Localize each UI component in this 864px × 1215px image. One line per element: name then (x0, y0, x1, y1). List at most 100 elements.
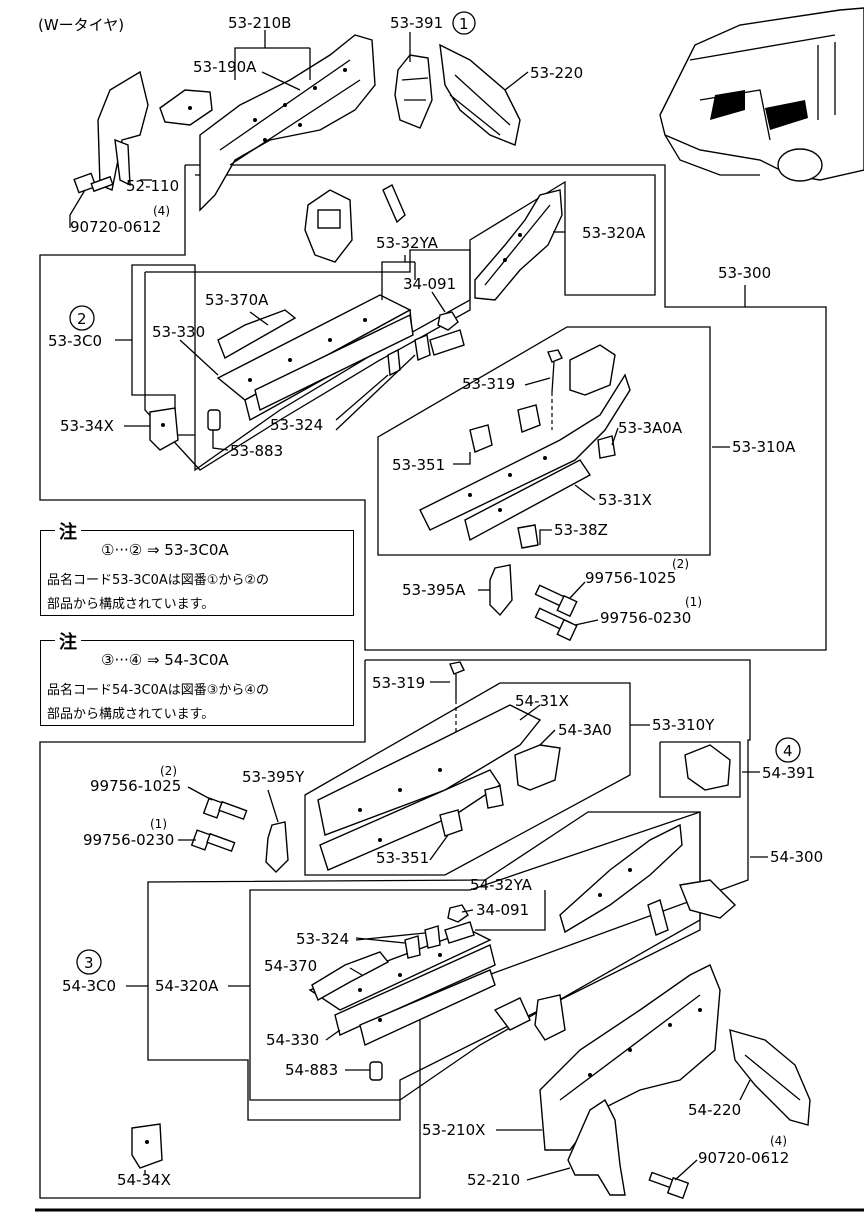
label-54-330: 54-330 (266, 1031, 319, 1049)
label-54-32ya: 54-32YA (470, 876, 533, 894)
apron-53-210b-part (199, 34, 376, 212)
bolt-90720-0612-top (73, 172, 114, 194)
label-99756-1025-top: 99756-1025 (585, 569, 676, 587)
label-53-351-top: 53-351 (392, 456, 445, 474)
bracket-53-190a-part (159, 89, 213, 126)
label-53-395y: 53-395Y (242, 768, 305, 786)
fender-52-210-part (567, 1098, 626, 1196)
label-53-883: 53-883 (230, 442, 283, 460)
panel-54-220-part (729, 1029, 811, 1126)
bracket-54-370-part (311, 951, 390, 1002)
apron-53-210x-part (539, 964, 721, 1151)
group-53-320a-box (131, 174, 656, 472)
label-53-38z: 53-38Z (554, 521, 608, 539)
bracket-53-395y-part (265, 821, 289, 873)
label-53-330: 53-330 (152, 323, 205, 341)
member-54-3a0-part (514, 744, 561, 791)
member-53-3a0a-part (569, 344, 616, 396)
bolt-53-319-part (547, 349, 563, 430)
group-54-330-box (249, 811, 701, 1101)
bracket-53-351-lower-part (439, 785, 504, 837)
mount-upper-part (304, 189, 353, 263)
variant-label: (Wータイヤ) (38, 16, 124, 34)
label-53-300: 53-300 (718, 264, 771, 282)
gusset-small-part (382, 184, 406, 224)
note-box-1: 注 ①···② ⇒ 53-3C0A 品名コード53-3C0Aは図番①から②の 部… (40, 518, 354, 616)
bracket-53-324-lower-part (404, 925, 441, 959)
label-53-210b: 53-210B (228, 14, 291, 32)
label-53-391: 53-391 (390, 14, 443, 32)
clip-54-883-part (369, 1061, 383, 1081)
note-2-line-2: 品名コード54-3C0Aは図番③から④の (47, 683, 270, 698)
label-54-300: 54-300 (770, 848, 823, 866)
label-99756-0230-lower: 99756-0230 (83, 831, 174, 849)
note-1-line-1: ①···② ⇒ 53-3C0A (101, 541, 229, 559)
label-54-31x: 54-31X (515, 692, 569, 710)
bracket-53-391-part (394, 54, 433, 129)
note-tag-1: 注 (55, 518, 81, 544)
label-53-3c0: 53-3C0 (48, 332, 102, 350)
bracket-53-370a-part (217, 309, 297, 360)
label-qty-1-top: (1) (685, 595, 702, 609)
label-53-324-top: 53-324 (270, 416, 323, 434)
label-circle-4: 4 (783, 742, 793, 760)
circle-marker-1 (452, 11, 476, 35)
label-53-310y: 53-310Y (652, 716, 715, 734)
circle-marker-2 (69, 305, 95, 331)
label-53-32ya: 53-32YA (376, 234, 439, 252)
label-54-3a0: 54-3A0 (558, 721, 612, 739)
label-34-091-lower: 34-091 (476, 901, 529, 919)
label-52-210: 52-210 (467, 1171, 520, 1189)
group-54-391-box (659, 741, 741, 798)
label-99756-1025-lower: 99756-1025 (90, 777, 181, 795)
group-54-3c0-outline (39, 659, 751, 1199)
label-52-110: 52-110 (126, 177, 179, 195)
label-54-883: 54-883 (285, 1061, 338, 1079)
circle-marker-3 (76, 949, 102, 975)
bracket-53-34x-part (149, 407, 179, 451)
label-qty-1-lower: (1) (150, 817, 167, 831)
label-99756-0230-top: 99756-0230 (600, 609, 691, 627)
member-54-31x-part (317, 704, 542, 871)
bracket-53-395a-part (489, 564, 513, 617)
label-53-31x: 53-31X (598, 491, 652, 509)
note-2-line-1: ③···④ ⇒ 54-3C0A (101, 651, 229, 669)
label-90720-0612-lower: 90720-0612 (698, 1149, 789, 1167)
label-qty-4-top: (4) (153, 204, 170, 218)
label-53-34x: 53-34X (60, 417, 114, 435)
label-53-3a0a: 53-3A0A (618, 419, 683, 437)
label-53-351-lower: 53-351 (376, 849, 429, 867)
member-54-320a-part (559, 823, 737, 936)
note-2-line-3: 部品から構成されています。 (47, 707, 215, 722)
group-53-310a-box (377, 326, 711, 556)
bracket-53-38z-part (517, 435, 616, 549)
bolts-99756-top-part (534, 584, 578, 642)
nut-34-091-lower-part (444, 904, 475, 944)
clip-53-883-part (207, 409, 221, 431)
group-53-310y-box (304, 682, 631, 876)
note-1-line-2: 品名コード53-3C0Aは図番①から②の (47, 573, 270, 588)
bracket-53-351-part (469, 404, 541, 453)
bolt-90720-0612-lower (648, 1171, 690, 1200)
fender-52-110-part (97, 70, 149, 191)
label-circle-2: 2 (77, 310, 87, 328)
label-qty-4-lower: (4) (770, 1134, 787, 1148)
member-54-330-part (308, 929, 496, 1046)
label-53-210x: 53-210X (422, 1121, 485, 1139)
label-54-34x: 54-34X (117, 1171, 171, 1189)
group-54-320a-box (147, 811, 701, 1121)
member-53-31x-part (419, 373, 631, 542)
vehicle-silhouette (659, 7, 864, 182)
label-circle-1: 1 (459, 15, 469, 33)
nut-34-091-part (429, 311, 465, 356)
label-53-370a: 53-370A (205, 291, 269, 309)
label-53-319-top: 53-319 (462, 375, 515, 393)
bracket-54-34x-part (131, 1123, 163, 1169)
label-53-320a: 53-320A (582, 224, 646, 242)
label-qty-2-top: (2) (672, 557, 689, 571)
group-53-3c0-outline (39, 164, 827, 651)
label-53-190a: 53-190A (193, 58, 257, 76)
panel-53-220-part (439, 43, 521, 146)
label-53-310a: 53-310A (732, 438, 796, 456)
member-53-320a-part (474, 189, 563, 301)
